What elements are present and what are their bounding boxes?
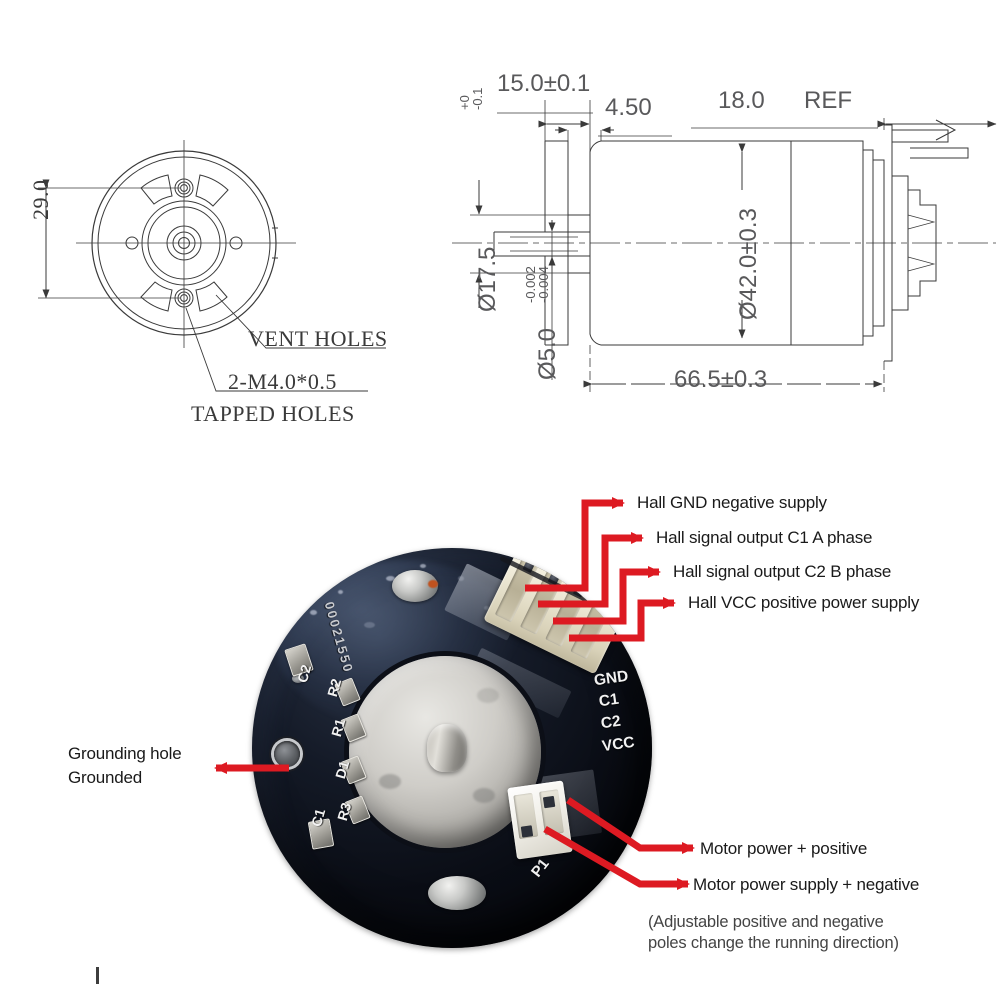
label-grounding-hole-line2: Grounded	[68, 768, 143, 787]
dim-rear-ref-note: REF	[804, 87, 852, 114]
label-grounding-hole-line1: Grounding hole	[68, 744, 182, 763]
label-motor-negative: Motor power supply + negative	[693, 875, 920, 894]
label-polarity-note: (Adjustable positive and negative poles …	[648, 912, 899, 954]
dim-rear-ref-value: 18.0	[718, 87, 765, 114]
dim-boss-length: 4.50	[605, 94, 652, 121]
side-elevation-view	[452, 100, 997, 392]
grounding-hole	[274, 741, 300, 767]
label-motor-positive: Motor power + positive	[700, 839, 868, 858]
arrow-motor-positive	[566, 797, 695, 854]
label-tapped-spec: 2-M4.0*0.5	[228, 369, 337, 394]
label-grounding-hole: Grounding hole Grounded	[68, 744, 182, 788]
label-hall-c1: Hall signal output C1 A phase	[656, 528, 873, 547]
label-vent-holes: VENT HOLES	[248, 326, 388, 351]
solder-joint-bottom	[428, 876, 486, 910]
pcb-photo: 00021550 C2 R2 R1 D1 R3 C1 P1 GND C1 C2 …	[252, 548, 652, 952]
dim-overall-length: 66.5±0.3	[674, 366, 768, 393]
label-hall-vcc: Hall VCC positive power supply	[688, 593, 920, 612]
label-tapped-holes: TAPPED HOLES	[191, 401, 355, 426]
front-face-view	[38, 140, 386, 392]
rotor-shaft	[427, 724, 467, 772]
dim-shaft-flat-length: 15.0±0.1	[497, 70, 591, 97]
label-polarity-note-line2: poles change the running direction)	[648, 934, 899, 952]
arrow-motor-negative	[543, 825, 690, 890]
arrow-hall-gnd	[525, 497, 625, 592]
page-tick-mark	[96, 967, 99, 984]
label-hall-gnd: Hall GND negative supply	[637, 493, 827, 512]
label-hall-c2: Hall signal output C2 B phase	[673, 562, 892, 581]
pcb-board: 00021550 C2 R2 R1 D1 R3 C1 P1 GND C1 C2 …	[252, 548, 652, 948]
arrow-hall-c1	[538, 532, 644, 608]
label-polarity-note-line1: (Adjustable positive and negative	[648, 913, 884, 931]
arrow-hall-c2	[553, 566, 661, 625]
rotor-magnet-hub	[349, 656, 541, 848]
arrow-hall-vcc	[569, 597, 676, 642]
